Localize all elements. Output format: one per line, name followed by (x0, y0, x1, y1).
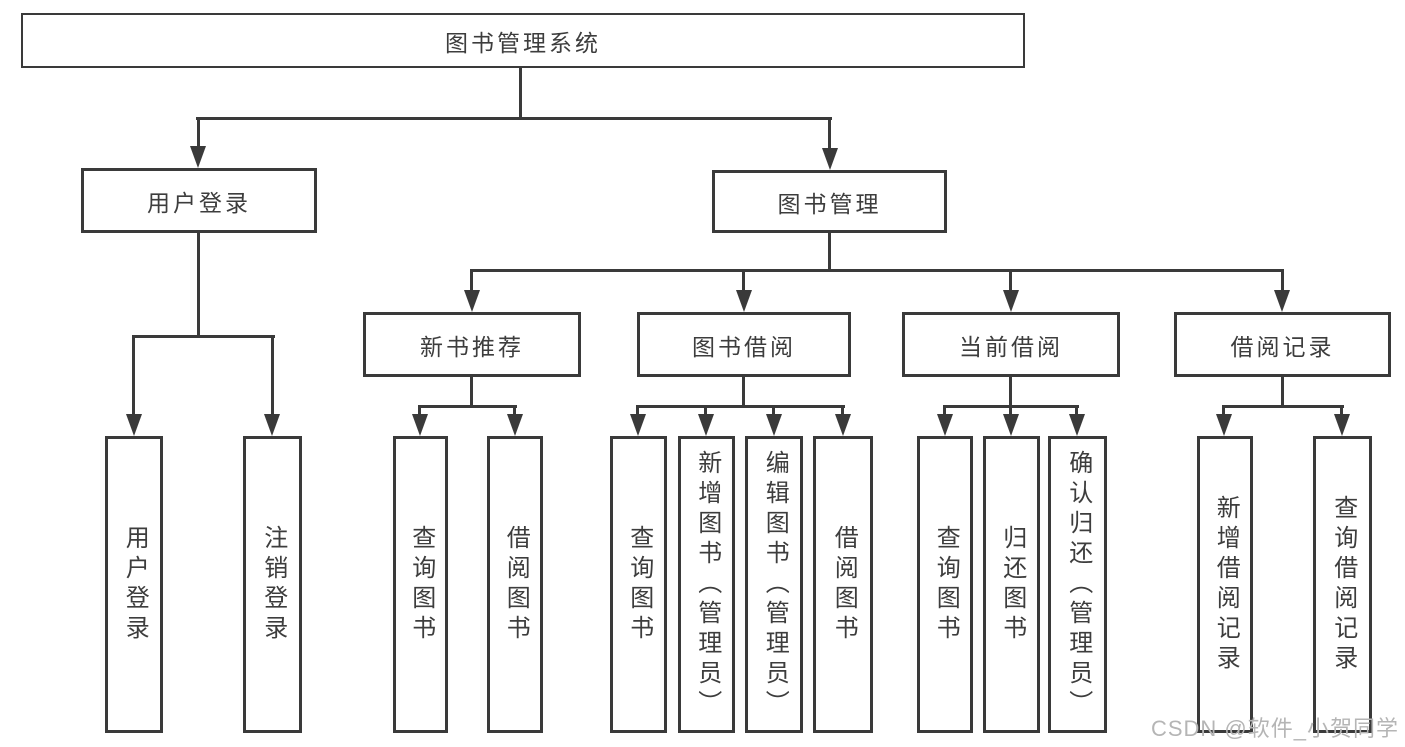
leaf-logout: 注销登录 (243, 436, 302, 733)
connector-line (1222, 405, 1225, 416)
connector-line (196, 117, 832, 120)
leaf-return-books: 归还图书 (983, 436, 1040, 733)
arrow-down-icon (736, 290, 752, 312)
arrow-down-icon (190, 146, 206, 168)
connector-line (513, 405, 516, 416)
node-book-management: 图书管理 (712, 170, 947, 233)
connector-line (1281, 377, 1284, 407)
arrow-down-icon (1003, 414, 1019, 436)
connector-line (1009, 377, 1012, 407)
arrow-down-icon (937, 414, 953, 436)
arrow-down-icon (264, 414, 280, 436)
connector-line (197, 233, 200, 337)
arrow-down-icon (464, 290, 480, 312)
node-library-management-system: 图书管理系统 (21, 13, 1025, 68)
leaf-borrow-books-borrowing: 借阅图书 (813, 436, 873, 733)
leaf-borrow-books-recommend: 借阅图书 (487, 436, 543, 733)
connector-line (1075, 405, 1078, 416)
arrow-down-icon (412, 414, 428, 436)
connector-line (1009, 269, 1012, 292)
arrow-down-icon (1069, 414, 1085, 436)
watermark: CSDN @软件_小贺同学 (1150, 716, 1399, 741)
connector-line (1009, 405, 1012, 416)
connector-line (742, 377, 745, 407)
connector-line (742, 269, 745, 292)
connector-line (418, 405, 517, 408)
leaf-query-borrow-record: 查询借阅记录 (1313, 436, 1372, 733)
node-borrowing-records: 借阅记录 (1174, 312, 1391, 377)
leaf-user-login: 用户登录 (105, 436, 163, 733)
leaf-query-books-borrowing: 查询图书 (610, 436, 667, 733)
arrow-down-icon (126, 414, 142, 436)
leaf-add-books-admin: 新增图书（管理员） (678, 436, 735, 733)
arrow-down-icon (1274, 290, 1290, 312)
arrow-down-icon (507, 414, 523, 436)
connector-line (636, 405, 639, 416)
connector-line (519, 68, 522, 119)
connector-line (828, 117, 831, 150)
connector-line (418, 405, 421, 416)
connector-line (772, 405, 775, 416)
arrow-down-icon (1003, 290, 1019, 312)
connector-line (470, 269, 473, 292)
leaf-query-books-current: 查询图书 (917, 436, 973, 733)
connector-line (271, 335, 274, 416)
node-new-book-recommendation: 新书推荐 (363, 312, 581, 377)
leaf-query-books-recommend: 查询图书 (393, 436, 448, 733)
node-current-borrowing: 当前借阅 (902, 312, 1120, 377)
arrow-down-icon (835, 414, 851, 436)
arrow-down-icon (822, 148, 838, 170)
node-book-borrowing: 图书借阅 (637, 312, 851, 377)
connector-line (1222, 405, 1344, 408)
connector-line (1340, 405, 1343, 416)
connector-line (1281, 269, 1284, 292)
connector-line (841, 405, 844, 416)
connector-line (704, 405, 707, 416)
connector-line (943, 405, 946, 416)
leaf-edit-books-admin: 编辑图书（管理员） (745, 436, 803, 733)
connector-line (828, 233, 831, 271)
arrow-down-icon (630, 414, 646, 436)
connector-line (636, 405, 845, 408)
connector-line (132, 335, 135, 416)
leaf-add-borrow-record: 新增借阅记录 (1197, 436, 1253, 733)
arrow-down-icon (1216, 414, 1232, 436)
connector-line (470, 269, 1284, 272)
arrow-down-icon (1334, 414, 1350, 436)
arrow-down-icon (698, 414, 714, 436)
arrow-down-icon (766, 414, 782, 436)
connector-line (132, 335, 275, 338)
node-user-login: 用户登录 (81, 168, 317, 233)
connector-line (470, 377, 473, 407)
connector-line (197, 117, 200, 148)
leaf-confirm-return-admin: 确认归还（管理员） (1048, 436, 1107, 733)
